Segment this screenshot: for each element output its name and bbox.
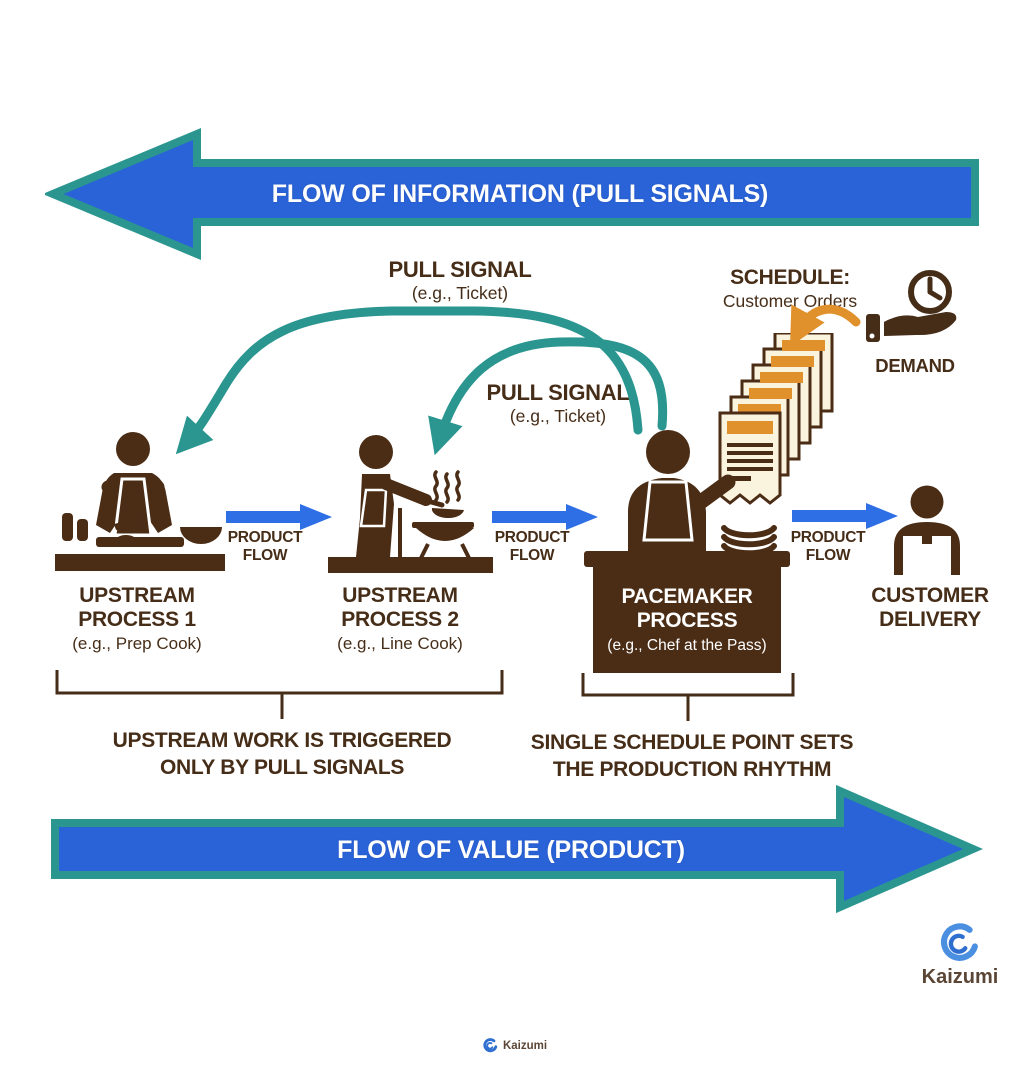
pull-signal-2-subtitle: (e.g., Ticket) [509,406,607,426]
upstream2-line2: PROCESS 2 [341,607,459,631]
customer-line2: DELIVERY [879,607,981,631]
order-tickets-icon [718,333,834,505]
product-flow-label-1: PRODUCT FLOW [227,529,303,564]
kaizumi-logo: Kaizumi [905,922,1015,989]
customer-label: CUSTOMER DELIVERY [855,584,1005,632]
upstream1-label: UPSTREAM PROCESS 1 [47,584,227,632]
pacemaker-label: PACEMAKER PROCESS (e.g., Chef at the Pas… [593,567,781,673]
upstream1-example: (e.g., Prep Cook) [72,634,202,653]
upstream1-line2: PROCESS 1 [78,607,196,631]
flow-of-value-arrow [51,785,984,914]
kaizumi-name: Kaizumi [921,966,999,988]
pull-signal-1-title: PULL SIGNAL [388,257,532,282]
flow-of-value-label: FLOW OF VALUE (PRODUCT) [337,836,685,864]
product-flow-label-3: PRODUCT FLOW [790,529,866,564]
kaizumi-wave-icon [940,923,978,961]
flow-of-information-label: FLOW OF INFORMATION (PULL SIGNALS) [271,180,769,208]
schedule-input-arrow [789,304,861,347]
pacemaker-example: (e.g., Chef at the Pass) [607,636,767,654]
bracket-pacemaker [581,673,795,721]
schedule-title: SCHEDULE: [730,266,850,289]
line-cook-icon [328,435,493,573]
annotation-upstream: UPSTREAM WORK IS TRIGGERED ONLY BY PULL … [112,729,452,779]
demand-clock-hand-icon [866,270,957,342]
upstream2-label: UPSTREAM PROCESS 2 [310,584,490,632]
kaizumi-footer-wave-icon [483,1038,498,1053]
upstream2-example: (e.g., Line Cook) [337,634,463,653]
product-flow-label-2: PRODUCT FLOW [494,529,570,564]
product-flow-arrow-1 [226,504,332,530]
pull-signal-1-subtitle: (e.g., Ticket) [411,283,509,303]
customer-delivery-icon [894,485,960,575]
pacemaker-line2: PROCESS [636,609,738,632]
upstream1-line1: UPSTREAM [79,584,195,607]
customer-line1: CUSTOMER [871,584,989,607]
product-flow-arrow-3 [792,503,898,529]
kaizumi-footer-logo: Kaizumi [460,1038,570,1053]
pacemaker-desk-top [584,551,790,567]
annotation-pacemaker: SINGLE SCHEDULE POINT SETS THE PRODUCTIO… [530,731,854,781]
product-flow-arrow-2 [492,504,598,530]
kaizumi-footer-name: Kaizumi [502,1039,548,1052]
pacemaker-line1: PACEMAKER [621,585,753,609]
flow-of-information-arrow [45,128,979,260]
prep-cook-icon [55,432,225,571]
pull-signal-2-title: PULL SIGNAL [486,380,630,405]
demand-label: DEMAND [875,355,955,376]
pacemaker-desk [593,567,781,673]
bracket-upstream [55,670,504,719]
upstream2-line1: UPSTREAM [342,584,458,607]
